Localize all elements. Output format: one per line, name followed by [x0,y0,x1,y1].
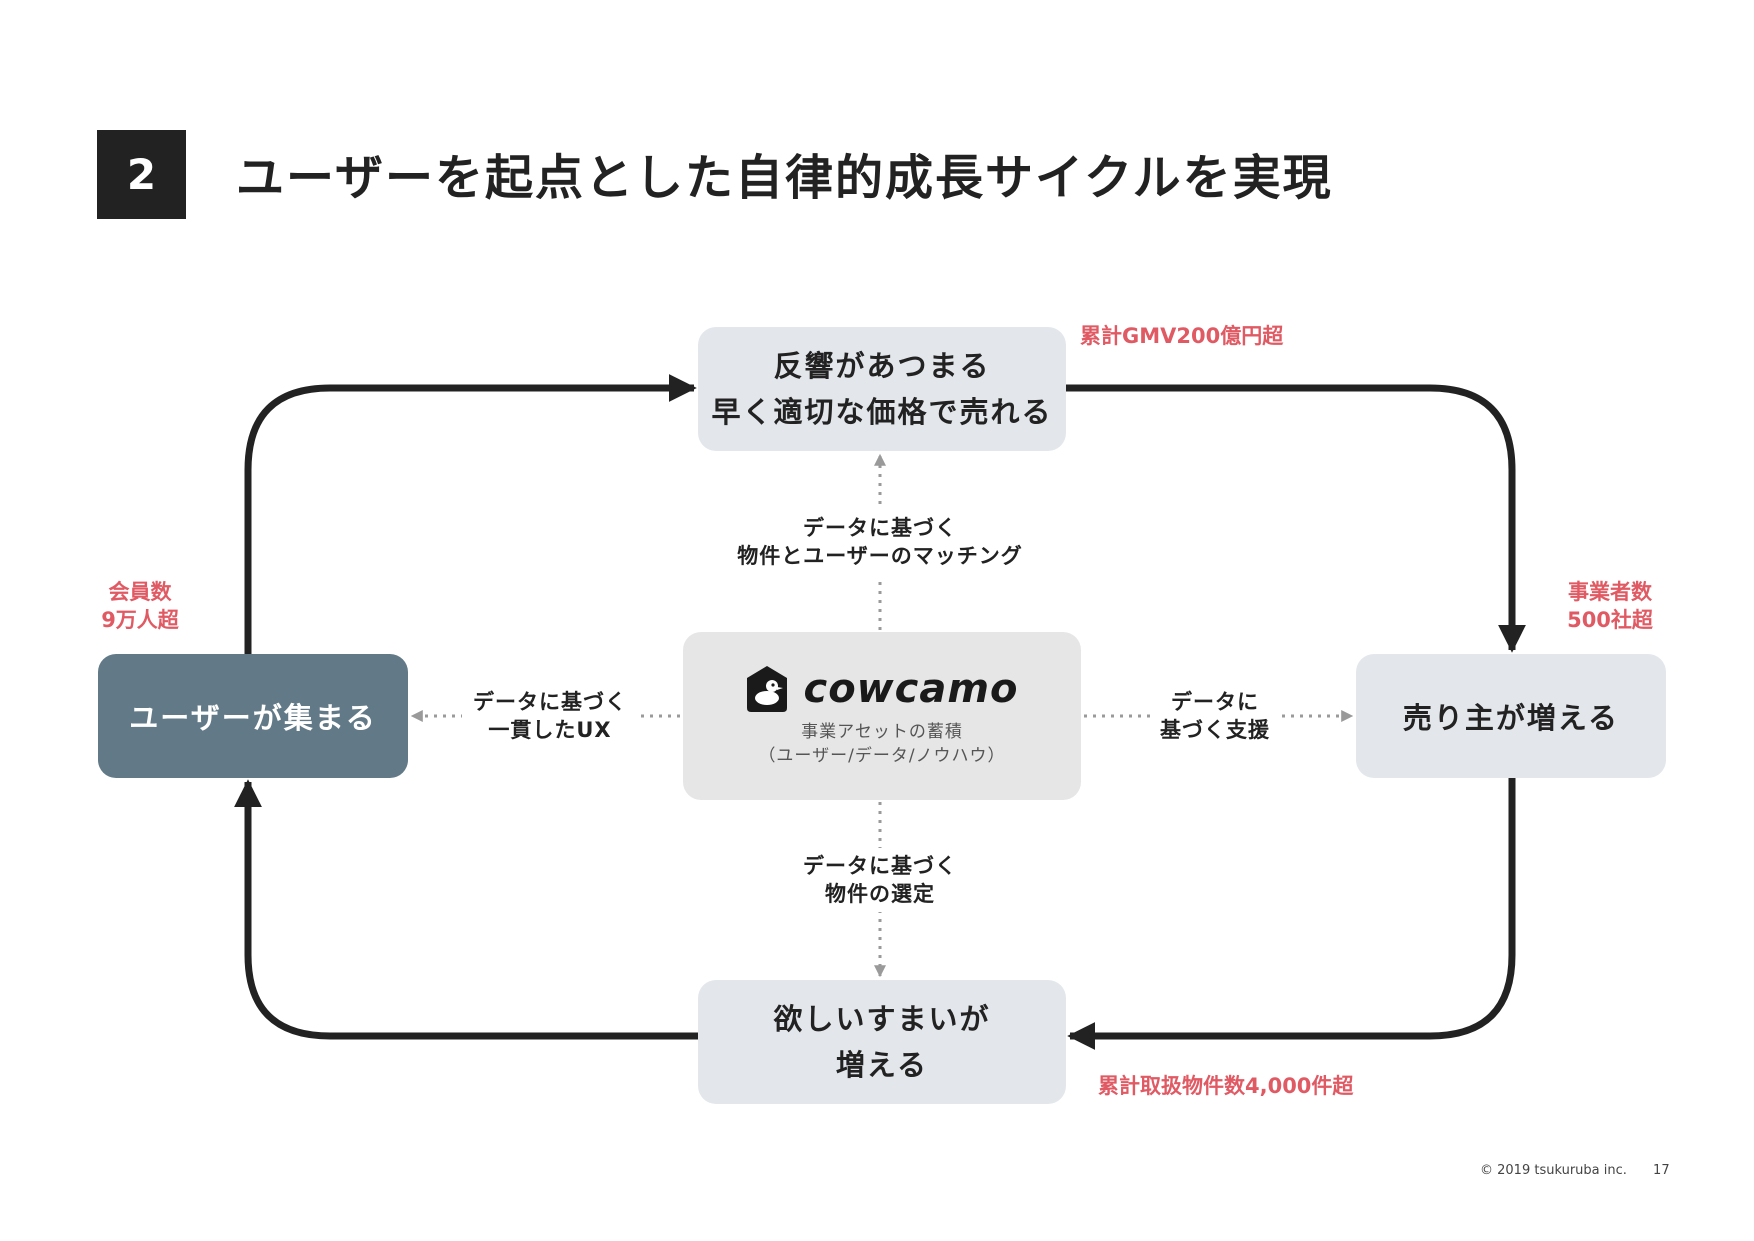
metric-members-line1: 会員数 [108,580,172,604]
node-cowcamo-core: cowcamo 事業アセットの蓄積 （ユーザー/データ/ノウハウ） [683,632,1081,800]
edge-label-support-line2: 基づく支援 [1160,718,1270,742]
cycle-arrow-right-to-bottom [1067,778,1516,1050]
metric-businesses-line1: 事業者数 [1568,580,1652,604]
cycle-arrow-left-to-top [244,374,697,654]
node-sellers-increase-label: 売り主が増える [1402,701,1620,735]
core-subtitle-line2: （ユーザー/データ/ノウハウ） [758,746,1006,766]
metric-businesses-line2: 500社超 [1567,608,1653,632]
edge-label-support: データに 基づく支援 [1150,688,1280,744]
edge-label-selection-line2: 物件の選定 [825,882,935,906]
node-responses-line2: 早く適切な価格で売れる [711,395,1053,429]
metric-listings: 累計取扱物件数4,000件超 [1098,1074,1354,1098]
node-users-gather: ユーザーが集まる [98,654,408,778]
edge-label-support-line1: データに [1171,690,1259,714]
cowcamo-logo-text: cowcamo [803,666,1019,712]
edge-label-selection-line1: データに基づく [803,854,957,878]
cycle-arrow-top-to-right [1066,384,1526,653]
metric-businesses: 事業者数 500社超 [1562,578,1658,634]
node-desired-homes: 欲しいすまいが 増える [698,980,1066,1104]
footer-page-number: 17 [1653,1163,1670,1178]
section-number-badge: 2 [97,130,186,219]
footer-copyright: © 2019 tsukuruba inc. [1480,1163,1627,1178]
edge-label-consistent-ux-line1: データに基づく [473,690,627,714]
page-title: ユーザーを起点とした自律的成長サイクルを実現 [236,150,1333,206]
edge-label-consistent-ux: データに基づく 一貫したUX [462,688,638,744]
cowcamo-house-icon [747,666,788,712]
edge-label-matching-line2: 物件とユーザーのマッチング [737,544,1023,568]
metric-members-line2: 9万人超 [101,608,179,632]
node-sellers-increase: 売り主が増える [1356,654,1666,778]
cowcamo-logo: cowcamo [745,664,1018,714]
node-desired-homes-line1: 欲しいすまいが [773,1002,991,1036]
edge-label-selection: データに基づく 物件の選定 [790,852,970,908]
edge-label-consistent-ux-line2: 一貫したUX [488,718,612,742]
node-desired-homes-line2: 増える [835,1048,929,1082]
metric-gmv: 累計GMV200億円超 [1080,324,1284,348]
node-responses: 反響があつまる 早く適切な価格で売れる [698,327,1066,451]
core-subtitle-line1: 事業アセットの蓄積 [801,722,963,742]
cycle-arrow-bottom-to-left [234,779,698,1040]
footer: © 2019 tsukuruba inc. 17 [1480,1163,1670,1178]
edge-label-matching-line1: データに基づく [803,516,957,540]
node-users-gather-label: ユーザーが集まる [129,701,377,735]
edge-label-matching: データに基づく 物件とユーザーのマッチング [730,514,1030,570]
node-responses-line1: 反響があつまる [773,349,991,383]
metric-members: 会員数 9万人超 [98,578,182,634]
